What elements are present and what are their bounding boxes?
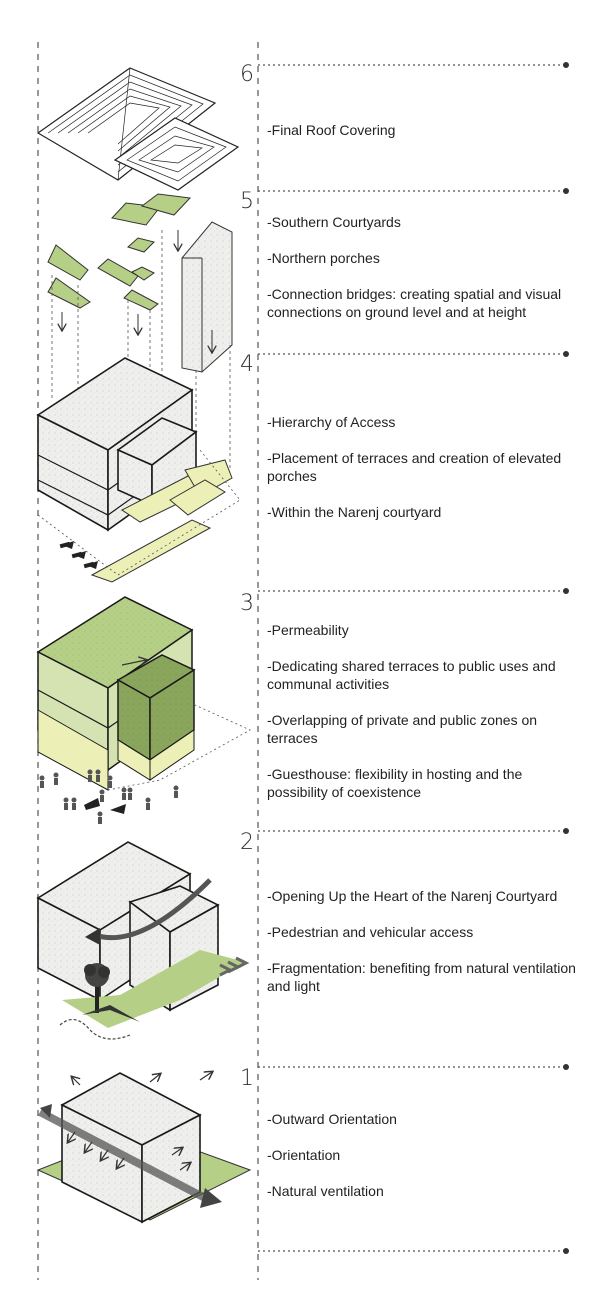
- step-1-item: -Outward Orientation: [267, 1111, 397, 1127]
- step-2-item: -Pedestrian and vehicular access: [267, 924, 474, 940]
- step-6-item: -Final Roof Covering: [267, 122, 396, 138]
- arrow-icon: [59, 541, 98, 569]
- step-4-item: -Hierarchy of Access: [267, 414, 396, 430]
- step-5-item: -Southern Courtyards: [267, 214, 401, 230]
- step-1-item: -Orientation: [267, 1147, 341, 1163]
- step-2-description: -Opening Up the Heart of the Narenj Cour…: [267, 887, 577, 995]
- outward-building: [60, 1072, 202, 1224]
- step-number-1: 1: [240, 1066, 254, 1091]
- access-building: [36, 357, 198, 532]
- separator-lines: [258, 64, 565, 1252]
- drop-arrows: [62, 230, 212, 352]
- step-4-item: -Placement of terraces and creation of e…: [267, 450, 562, 484]
- courtyard-slab-icon: [47, 193, 192, 311]
- step-4-description: -Hierarchy of Access -Placement of terra…: [267, 413, 577, 521]
- step-3-item: -Guesthouse: flexibility in hosting and …: [267, 766, 523, 800]
- step-3-item: -Permeability: [267, 622, 349, 638]
- tree-icon: [84, 963, 110, 1013]
- step-2-item: -Opening Up the Heart of the Narenj Cour…: [267, 888, 558, 904]
- permeability-dotted: [107, 704, 251, 791]
- arrow-icon: [59, 878, 212, 1040]
- arrow-icon: [68, 1072, 212, 1170]
- arrow-icon: [121, 660, 146, 665]
- step-number-6: 6: [240, 62, 254, 87]
- permeability-building: [36, 596, 196, 791]
- step-number-5: 5: [240, 189, 254, 214]
- people-icon: [39, 769, 179, 824]
- step-3-item: -Dedicating shared terraces to public us…: [267, 658, 556, 692]
- step-number-3: 3: [240, 591, 254, 616]
- step-5-item: -Connection bridges: creating spatial an…: [267, 286, 562, 320]
- separator-dots: [563, 62, 569, 1254]
- access-dotted-lines: [37, 449, 241, 576]
- wall-panel-icon: [181, 221, 233, 373]
- chevrons: [219, 956, 250, 977]
- step-number-2: 2: [240, 830, 254, 855]
- roof-icon: [36, 67, 240, 191]
- step-3-description: -Permeability -Dedicating shared terrace…: [267, 621, 577, 801]
- step-3-item: -Overlapping of private and public zones…: [267, 712, 538, 746]
- step-5-item: -Northern porches: [267, 250, 380, 266]
- step-6-description: -Final Roof Covering: [267, 121, 577, 139]
- arrow-icon: [84, 798, 126, 814]
- step-number-4: 4: [240, 352, 254, 377]
- step-5-description: -Southern Courtyards -Northern porches -…: [267, 213, 577, 321]
- step-1-item: -Natural ventilation: [267, 1183, 384, 1199]
- step-2-item: -Fragmentation: benefiting from natural …: [267, 960, 576, 994]
- step-1-description: -Outward Orientation -Orientation -Natur…: [267, 1110, 577, 1200]
- wind-arrow: [38, 1104, 222, 1208]
- access-path: [90, 459, 233, 583]
- step-4-item: -Within the Narenj courtyard: [267, 504, 442, 520]
